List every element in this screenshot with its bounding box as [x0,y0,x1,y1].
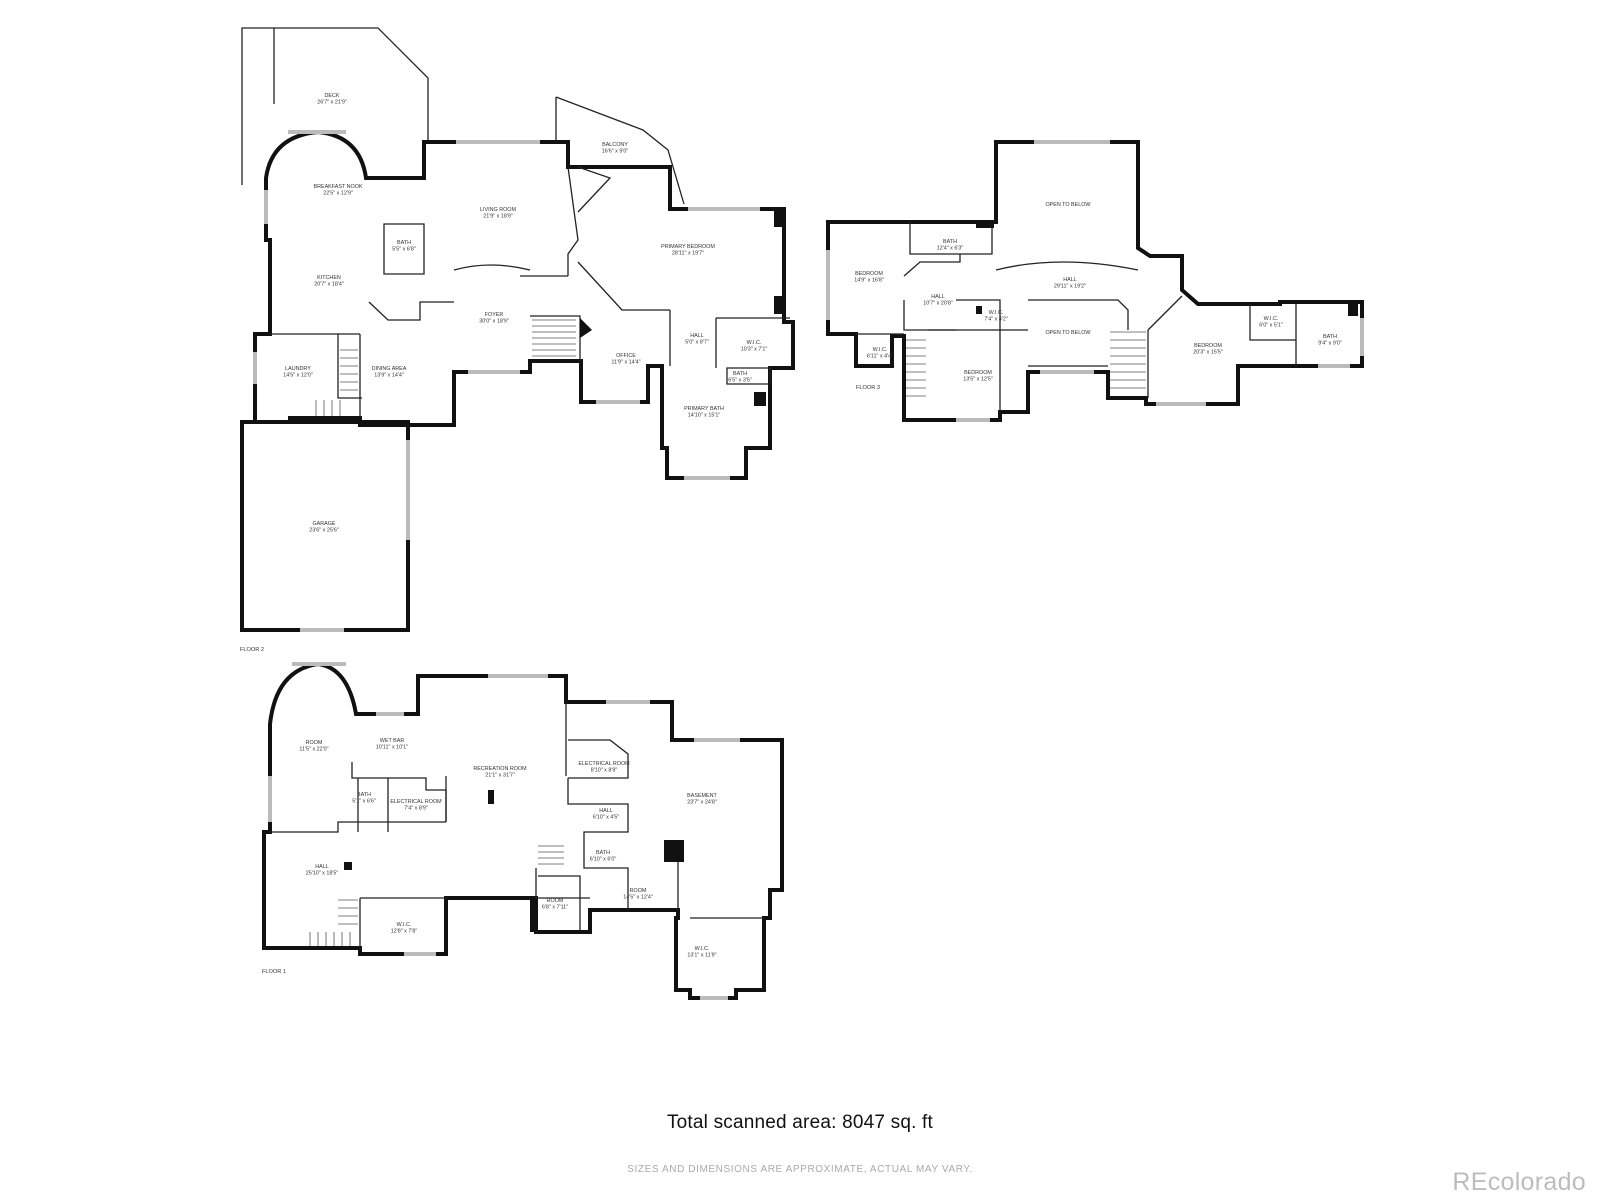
room-label-bath: BATH [1323,334,1337,340]
room-dimensions: 23'6" x 25'6" [309,528,339,534]
room-dimensions: 14'10" x 15'1" [688,413,721,419]
room-dimensions: 12'4" x 6'3" [937,246,964,252]
room-dimensions: 6'10" x 4'5" [593,815,620,821]
room-dimensions: 6'8" x 7'11" [542,905,568,911]
room-label-hall: HALL [931,294,945,300]
room-label-w-i-c: W.I.C. [695,946,710,952]
room-label-bedroom: BEDROOM [964,370,992,376]
floor-1-plan [262,661,784,1000]
room-dimensions: 7'4" x 8'9" [404,806,428,812]
room-dimensions: 16'6" x 9'0" [602,149,629,155]
floor-2-plan [240,27,795,632]
room-label-open-to-below: OPEN TO BELOW [1045,330,1091,336]
room-label-bath: BATH [733,371,747,377]
room-dimensions: 20'7" x 18'4" [314,282,344,288]
room-dimensions: 6'0" x 5'1" [1259,323,1283,329]
room-label-w-i-c: W.I.C. [747,340,762,346]
room-dimensions: 5'0" x 8'7" [685,340,709,346]
room-dimensions: 6'5" x 3'5" [728,378,752,384]
room-dimensions: 14'5" x 12'4" [623,895,653,901]
room-label-dining-area: DINING AREA [372,366,407,372]
room-label-w-i-c: W.I.C. [1264,316,1279,322]
room-label-bath: BATH [357,792,371,798]
room-dimensions: 11'9" x 14'4" [611,360,640,366]
total-scanned-area: Total scanned area: 8047 sq. ft [666,1112,934,1133]
room-dimensions: 14'9" x 16'8" [854,278,884,284]
room-dimensions: 7'4" x 4'2" [984,317,1008,323]
room-label-recreation-room: RECREATION ROOM [473,766,527,772]
room-label-foyer: FOYER [485,312,504,318]
room-dimensions: 28'11" x 19'7" [672,251,704,257]
room-dimensions: 10'3" x 7'1" [741,347,768,353]
room-label-balcony: BALCONY [602,142,628,148]
room-label-hall: HALL [315,864,329,870]
room-dimensions: 26'7" x 21'9" [317,100,347,106]
room-label-deck: DECK [325,93,340,99]
room-label-electrical-room: ELECTRICAL ROOM [390,799,442,805]
room-dimensions: 10'11" x 10'1" [376,745,408,751]
room-dimensions: 20'3" x 15'5" [1193,350,1223,356]
room-dimensions: 14'5" x 12'0" [283,373,313,379]
room-dimensions: 30'0" x 18'9" [479,319,509,325]
room-label-bath: BATH [596,850,610,856]
room-label-open-to-below: OPEN TO BELOW [1045,202,1091,208]
room-label-w-i-c: W.I.C. [989,310,1004,316]
room-dimensions: 6'11" x 4'4" [867,354,893,360]
room-label-hall: HALL [690,333,704,339]
room-label-primary-bath: PRIMARY BATH [684,406,724,412]
room-dimensions: 12'8" x 7'8" [391,929,418,935]
room-dimensions: 5'5" x 6'8" [392,247,416,253]
room-label-bath: BATH [397,240,411,246]
room-label-bath: BATH [943,239,957,245]
room-label-basement: BASEMENT [687,793,717,799]
room-label-office: OFFICE [616,353,636,359]
room-label-electrical-room: ELECTRICAL ROOM [578,761,630,767]
room-label-bedroom: BEDROOM [1194,343,1222,349]
room-label-bedroom: BEDROOM [855,271,883,277]
room-label-wet-bar: WET BAR [380,738,405,744]
room-dimensions: 23'7" x 24'8" [687,800,717,806]
room-label-garage: GARAGE [312,521,335,527]
room-label-primary-bedroom: PRIMARY BEDROOM [661,244,715,250]
floor-1-label: FLOOR 1 [262,969,286,975]
room-dimensions: 10'7" x 20'8" [923,301,953,307]
room-dimensions: 25'10" x 18'5" [306,871,339,877]
room-dimensions: 8'10" x 8'9" [591,768,618,774]
room-dimensions: 21'1" x 31'7" [485,773,515,779]
room-dimensions: 6'10" x 6'0" [590,857,617,863]
room-label-room: ROOM [306,740,323,746]
room-label-living-room: LIVING ROOM [480,207,516,213]
room-label-kitchen: KITCHEN [317,275,341,281]
room-label-breakfast-nook: BREAKFAST NOOK [313,184,362,190]
room-label-w-i-c: W.I.C. [873,347,888,353]
room-dimensions: 11'5" x 22'0" [299,747,328,753]
room-dimensions: 13'9" x 14'4" [374,373,404,379]
room-dimensions: 9'4" x 9'0" [1318,341,1342,347]
room-label-hall: HALL [599,808,613,814]
room-label-room: ROOM [630,888,647,894]
room-label-hall: HALL [1063,277,1077,283]
room-dimensions: 22'5" x 12'9" [323,191,353,197]
floor-3-label: FLOOR 3 [856,385,880,391]
room-label-room: ROOM [547,898,564,904]
room-dimensions: 13'1" x 11'9" [687,953,716,959]
room-label-w-i-c: W.I.C. [397,922,412,928]
disclaimer-note: SIZES AND DIMENSIONS ARE APPROXIMATE, AC… [627,1164,973,1175]
room-label-laundry: LAUNDRY [285,366,311,372]
room-dimensions: 13'5" x 12'5" [963,377,993,383]
room-dimensions: 5'1" x 6'6" [352,799,376,805]
floor-3-plan [826,140,1364,422]
room-dimensions: 21'9" x 18'9" [483,214,513,220]
floor-2-label: FLOOR 2 [240,647,264,653]
room-dimensions: 29'11" x 19'2" [1054,284,1086,290]
brand-logo: REcolorado [1452,1168,1586,1196]
